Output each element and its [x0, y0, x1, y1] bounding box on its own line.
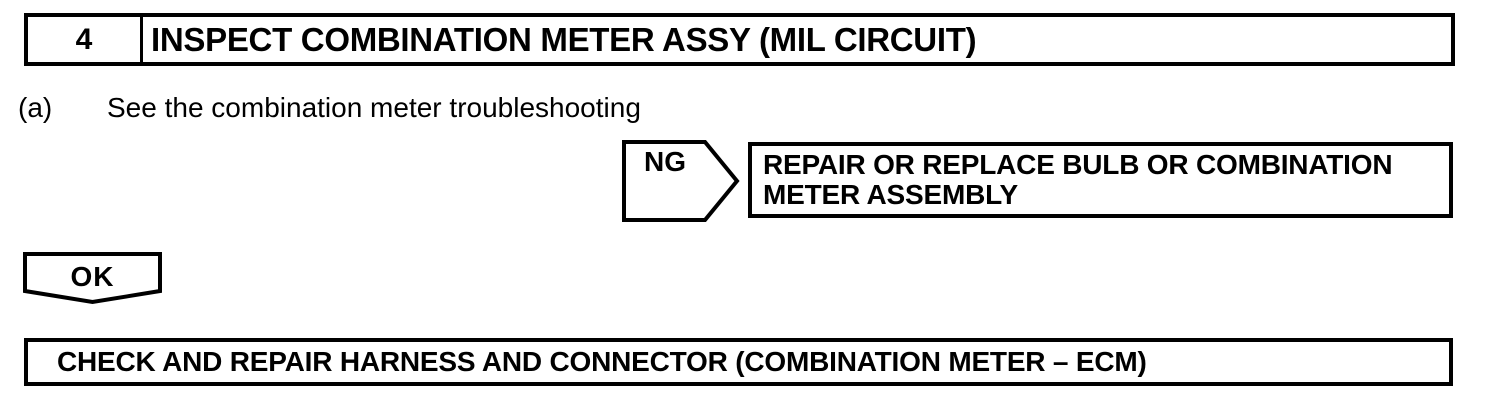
ng-connector: NG: [622, 140, 740, 222]
next-step-text: CHECK AND REPAIR HARNESS AND CONNECTOR (…: [57, 346, 1147, 377]
ok-banner-icon: [23, 252, 162, 305]
ng-action-box: REPAIR OR REPLACE BULB OR COMBINATION ME…: [748, 142, 1453, 218]
ok-connector: OK: [23, 252, 162, 305]
ng-label: NG: [644, 146, 686, 177]
step-title: INSPECT COMBINATION METER ASSY (MIL CIRC…: [151, 20, 977, 58]
step-number: 4: [28, 17, 143, 62]
ng-action-line-1: REPAIR OR REPLACE BULB OR COMBINATION: [763, 149, 1393, 180]
ng-pentagon-icon: [622, 140, 740, 222]
instruction-text: See the combination meter troubleshootin…: [107, 92, 641, 123]
step-header-box: 4 INSPECT COMBINATION METER ASSY (MIL CI…: [24, 13, 1455, 66]
ok-label: OK: [70, 261, 115, 292]
instruction-line: (a) See the combination meter troublesho…: [0, 92, 1504, 126]
next-step-box: CHECK AND REPAIR HARNESS AND CONNECTOR (…: [24, 338, 1453, 386]
instruction-marker: (a): [18, 92, 53, 123]
ng-action-line-2: METER ASSEMBLY: [763, 179, 1018, 210]
